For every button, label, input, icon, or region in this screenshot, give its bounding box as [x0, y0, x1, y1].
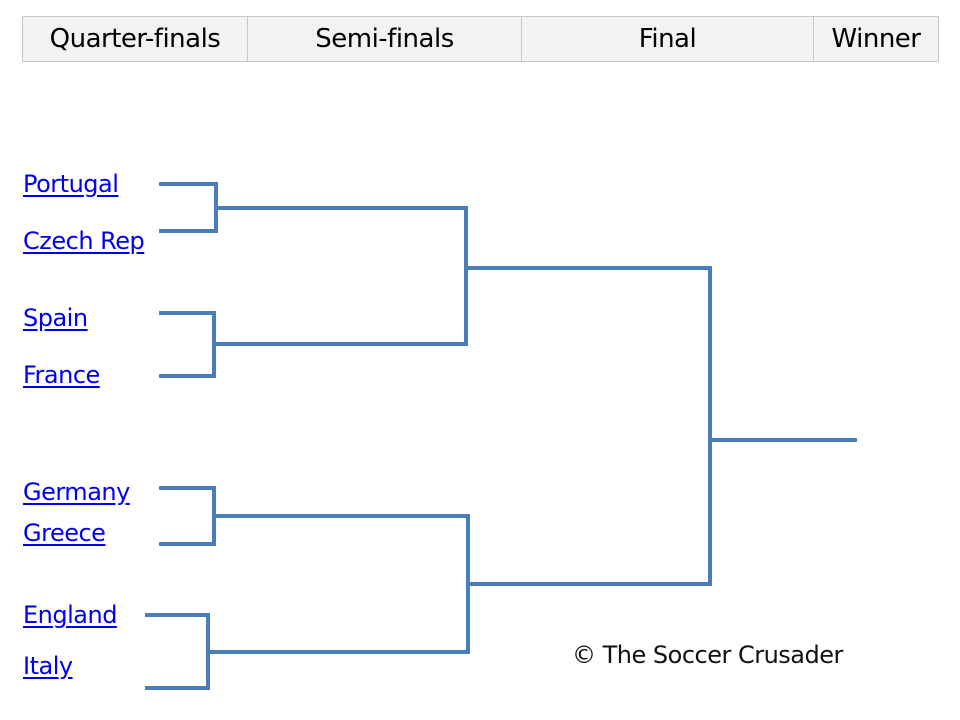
round-header: Quarter-finals Semi-finals Final Winner: [22, 16, 939, 62]
qf-connector-1: [159, 182, 218, 233]
header-final: Final: [522, 17, 814, 61]
team-link-greece[interactable]: Greece: [23, 519, 106, 547]
team-link-france[interactable]: France: [23, 361, 100, 389]
header-quarter-finals: Quarter-finals: [23, 17, 248, 61]
team-link-spain[interactable]: Spain: [23, 304, 88, 332]
team-link-germany[interactable]: Germany: [23, 478, 130, 506]
qf-connector-4: [145, 613, 210, 690]
qf-connector-3: [159, 486, 216, 546]
team-link-czech-rep[interactable]: Czech Rep: [23, 227, 145, 255]
copyright-text: © The Soccer Crusader: [572, 641, 843, 669]
team-link-england[interactable]: England: [23, 601, 117, 629]
header-winner: Winner: [831, 24, 921, 54]
qf-connector-2: [159, 311, 216, 378]
team-link-portugal[interactable]: Portugal: [23, 170, 119, 198]
team-link-italy[interactable]: Italy: [23, 652, 73, 680]
header-semi-finals: Semi-finals: [248, 17, 522, 61]
